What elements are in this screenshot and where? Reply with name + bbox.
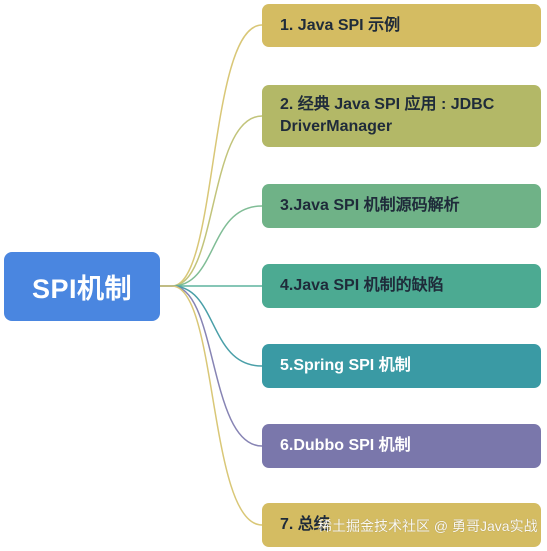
branch-label: 7. 总结	[280, 516, 330, 533]
branch-node-spi-defects[interactable]: 4.Java SPI 机制的缺陷	[262, 264, 541, 308]
branch-label: 4.Java SPI 机制的缺陷	[280, 277, 444, 294]
branch-node-summary[interactable]: 7. 总结	[262, 503, 541, 547]
connector-line	[160, 115, 263, 287]
branch-node-source-analysis[interactable]: 3.Java SPI 机制源码解析	[262, 184, 541, 228]
branch-label: 2. 经典 Java SPI 应用 : JDBC DriverManager	[280, 96, 495, 135]
branch-node-java-spi-example[interactable]: 1. Java SPI 示例	[262, 4, 541, 47]
connector-line	[160, 285, 263, 526]
branch-node-spring-spi[interactable]: 5.Spring SPI 机制	[262, 344, 541, 388]
branch-node-dubbo-spi[interactable]: 6.Dubbo SPI 机制	[262, 424, 541, 468]
branch-node-jdbc-drivermanager[interactable]: 2. 经典 Java SPI 应用 : JDBC DriverManager	[262, 85, 541, 147]
watermark: 稀土掘金技术社区 @ 勇哥Java实战	[318, 518, 538, 534]
root-node[interactable]: SPI机制	[4, 252, 160, 321]
connector-line	[160, 205, 263, 287]
connector-line	[160, 24, 263, 287]
connector-line	[160, 285, 263, 447]
branch-label: 6.Dubbo SPI 机制	[280, 437, 411, 454]
branch-label: 3.Java SPI 机制源码解析	[280, 197, 460, 214]
branch-label: 5.Spring SPI 机制	[280, 357, 411, 374]
branch-label: 1. Java SPI 示例	[280, 16, 401, 34]
